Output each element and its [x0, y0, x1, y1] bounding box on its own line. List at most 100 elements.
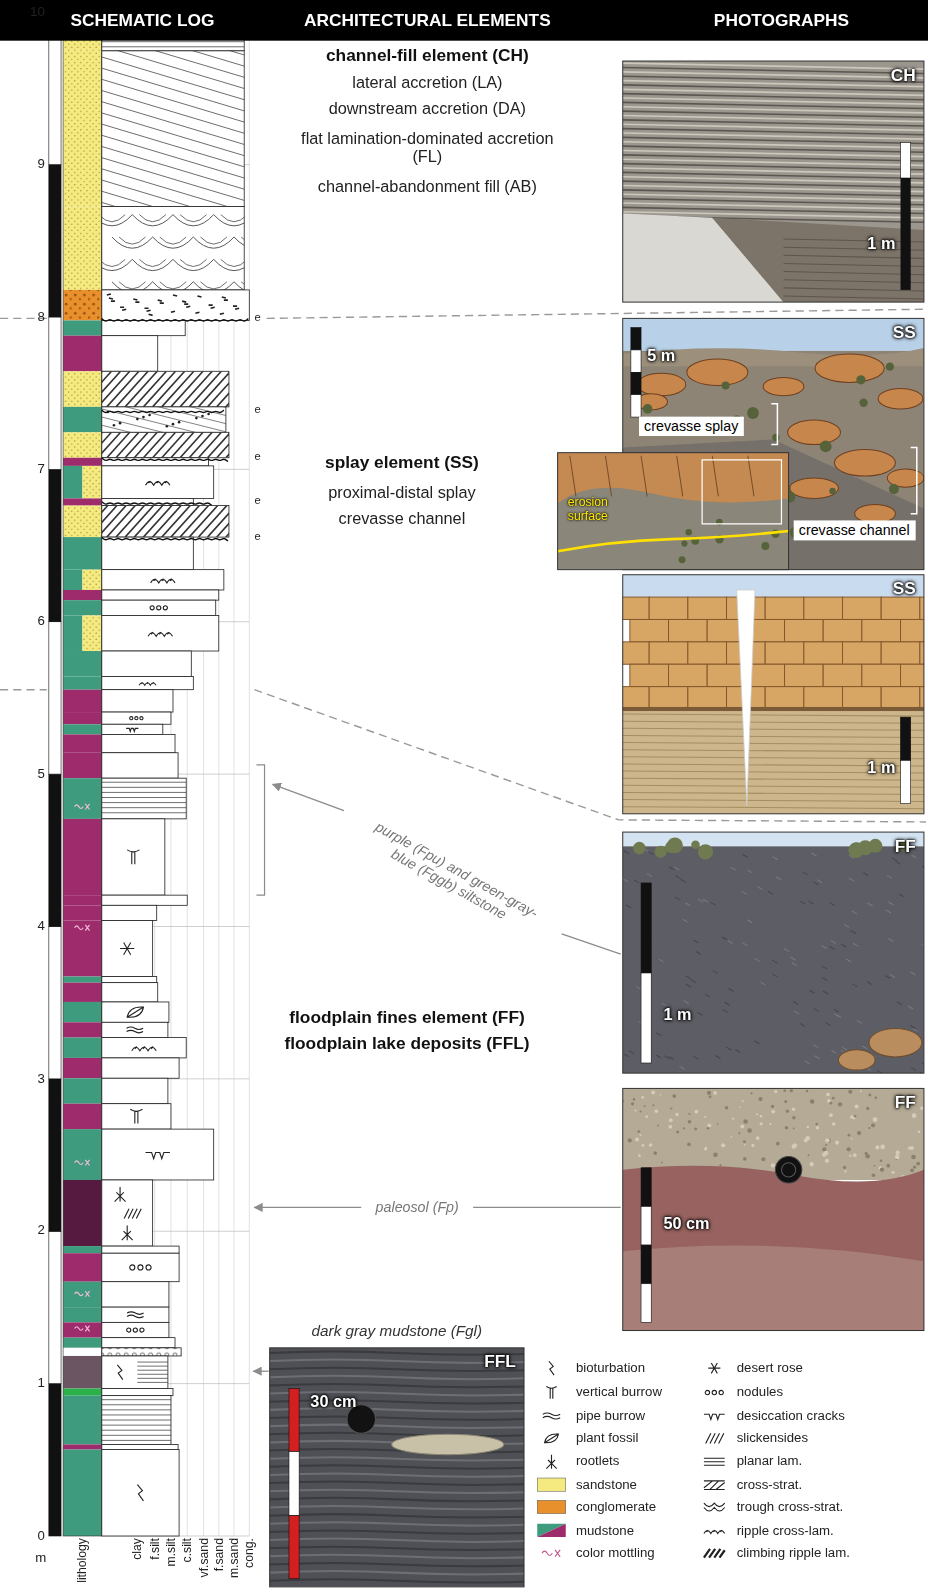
- photograph: [623, 832, 924, 1073]
- sandstone-block: [623, 597, 649, 619]
- lithology-cell: [63, 1022, 102, 1037]
- lithology-cell: [63, 819, 102, 895]
- sky: [623, 575, 924, 597]
- texture: [793, 1001, 798, 1004]
- texture: [760, 982, 765, 985]
- climbing-ripple: [107, 432, 130, 457]
- bedding: [623, 750, 924, 752]
- texture: [849, 878, 854, 881]
- bed-box: [102, 905, 157, 920]
- pebble: [149, 314, 153, 315]
- planar-lamination: [102, 782, 186, 783]
- bed-box: [102, 895, 187, 905]
- texture: [911, 1068, 916, 1071]
- pebble: [848, 1090, 852, 1094]
- climbing-ripple: [180, 432, 203, 457]
- lamina: [270, 1433, 524, 1436]
- planar-lamination: [102, 807, 186, 808]
- bed-structure: [151, 579, 175, 583]
- climbing-ripple: [189, 371, 221, 407]
- scale-bar: [49, 165, 61, 317]
- divider-line: [254, 690, 926, 822]
- slope: [623, 846, 924, 1073]
- pebble: [119, 422, 122, 425]
- pebble: [815, 1123, 818, 1126]
- paleosol: [623, 1245, 924, 1330]
- grain-size-label: m.sand: [228, 1538, 240, 1578]
- lithology-cell: [63, 753, 102, 778]
- photograph: [623, 575, 924, 814]
- bed-structure: [102, 371, 229, 407]
- depth-tick-label: 4: [37, 919, 44, 934]
- climbing-ripple: [226, 432, 229, 457]
- symbol-dc: [126, 728, 138, 731]
- pebble: [760, 1122, 763, 1125]
- texture: [892, 858, 897, 861]
- pebble: [107, 294, 111, 295]
- texture: [863, 873, 868, 876]
- trough-cross-strat: [119, 237, 145, 244]
- bed-structure: [127, 850, 139, 864]
- trough-cross-strat: [102, 215, 125, 222]
- facies-callout: dark gray mudstone (Fgl): [312, 1322, 483, 1340]
- bed-box: [102, 819, 165, 895]
- texture: [826, 1023, 831, 1026]
- boulder: [687, 359, 748, 385]
- scale-bar: [49, 469, 61, 621]
- grain-size-label: clay: [131, 1538, 143, 1560]
- depth-tick-label: 2: [37, 1224, 44, 1239]
- photo-bracket: [771, 404, 777, 445]
- texture: [669, 1057, 674, 1060]
- lamina: [270, 1416, 524, 1419]
- texture: [723, 1009, 728, 1012]
- bedding: [623, 735, 924, 737]
- texture: [722, 937, 727, 940]
- bush: [655, 846, 667, 858]
- sandstone-block: [804, 687, 843, 709]
- pebble: [756, 1113, 758, 1115]
- texture: [693, 940, 698, 943]
- legend-text: rootlets: [576, 1454, 619, 1469]
- element-subtype: lateral accretion (LA): [352, 74, 502, 93]
- sandstone-block: [688, 597, 727, 619]
- pebble: [649, 1144, 652, 1147]
- bed-structure: [146, 481, 170, 485]
- climbing-ripple: [180, 371, 212, 407]
- planar-lamination: [102, 1440, 171, 1441]
- bed-structure: [127, 1328, 144, 1332]
- pebble: [672, 1094, 676, 1098]
- lithology-cell: [63, 498, 102, 505]
- pebble: [717, 1123, 719, 1125]
- symbol-ripple: [146, 481, 170, 485]
- facies-callout: purple (Fpu) and green-gray-blue (Fggb) …: [358, 814, 547, 939]
- trough-cross-strat: [119, 282, 145, 289]
- photo-frame: [623, 61, 924, 302]
- trough-cross-strat: [241, 237, 244, 244]
- trough-cross-strat: [102, 215, 133, 226]
- bush: [772, 434, 779, 441]
- lithology-cell: [63, 458, 102, 466]
- climbing-ripple: [143, 371, 175, 407]
- sandstone-block: [630, 619, 669, 641]
- texture: [697, 1012, 702, 1015]
- climbing-ripple: [217, 432, 229, 457]
- pebble: [875, 1097, 878, 1100]
- pebble: [825, 1144, 827, 1146]
- scale-bar: [49, 1384, 61, 1536]
- scale-bar: [49, 1079, 61, 1231]
- photo-frame: [270, 1348, 524, 1587]
- texture: [776, 877, 781, 880]
- cross-stratification: [102, 407, 226, 408]
- lithology-cell: [63, 1129, 102, 1180]
- pebble: [660, 1094, 662, 1096]
- scale-bar: [641, 973, 651, 1063]
- pebble: [182, 301, 186, 302]
- planar-lamination: [137, 1382, 168, 1383]
- bed-structure: [102, 782, 186, 813]
- pebble: [687, 1143, 691, 1147]
- bed-structure: [146, 1153, 170, 1159]
- lamina: [270, 1514, 524, 1517]
- texture: [710, 902, 715, 905]
- planar-lamination: [102, 1404, 171, 1405]
